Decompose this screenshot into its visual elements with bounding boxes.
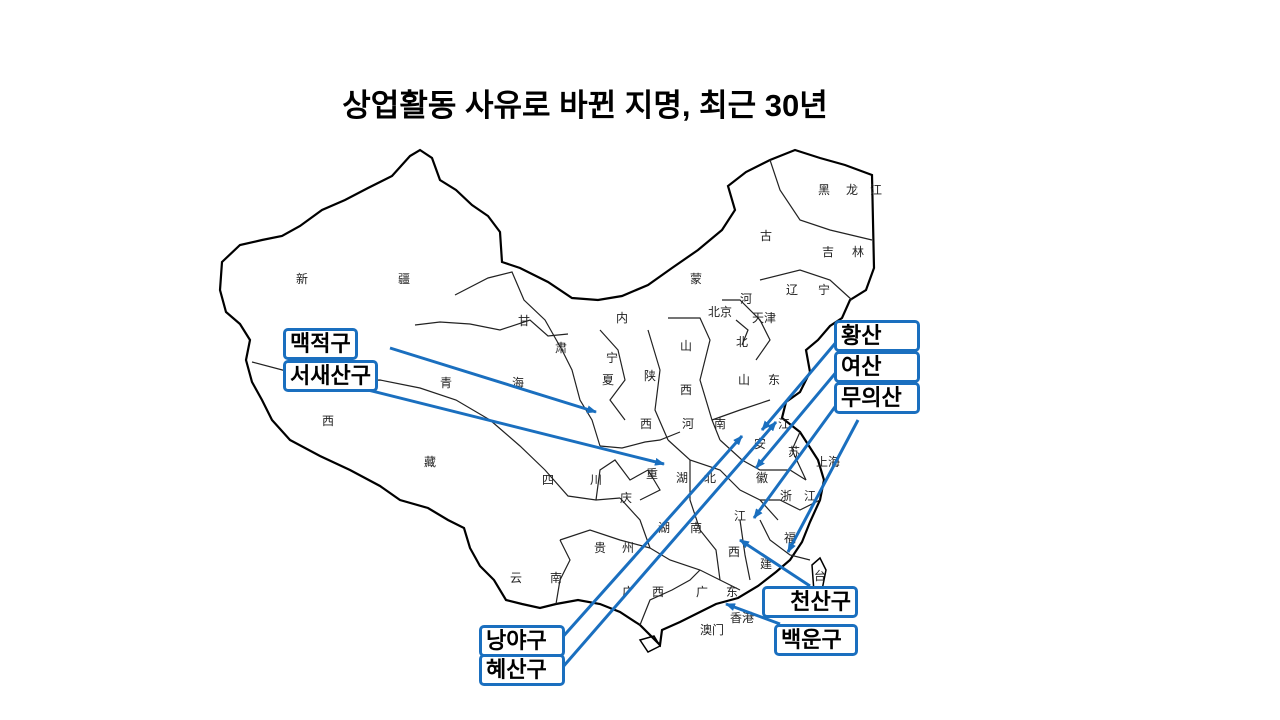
- arrow-maijizhu: [389, 346, 597, 414]
- label-baiyun: 백운구: [774, 624, 858, 656]
- map-label: 西: [728, 545, 740, 559]
- arrow-tianshan: [739, 538, 811, 588]
- map-label: 西: [680, 383, 692, 397]
- map-label: 山: [680, 339, 692, 353]
- map-label: 新: [296, 271, 308, 286]
- map-label: 河: [682, 417, 694, 431]
- arrow-nanyue: [558, 435, 744, 641]
- map-label: 宁: [818, 282, 830, 297]
- map-label: 广: [696, 585, 708, 599]
- map-label: 宁: [606, 350, 618, 365]
- map-label: 蒙: [690, 272, 702, 286]
- slide-title: 상업활동 사유로 바뀐 지명, 최근 30년: [342, 88, 828, 123]
- map-label: 澳门: [700, 622, 724, 637]
- map-label: 西: [652, 585, 664, 599]
- label-tianshan: 천산구: [762, 586, 858, 618]
- arrow-lushan: [754, 369, 840, 469]
- map-label: 南: [550, 570, 562, 585]
- label-huishan: 혜산구: [479, 654, 565, 686]
- map-label: 川: [590, 473, 602, 487]
- arrow-huangshan: [760, 339, 840, 431]
- map-label: 疆: [398, 272, 410, 286]
- label-maijizhu: 맥적구: [283, 328, 358, 360]
- map-label: 江: [778, 417, 790, 431]
- map-label: 吉: [822, 245, 834, 259]
- arrow-xisaishan: [359, 386, 665, 466]
- province-labels: 新 疆 西 藏 青 海 甘 肃 内 蒙 古 黑 龙 江 吉 林 辽 宁 河 北 …: [296, 183, 882, 637]
- map-label: 贵: [594, 541, 606, 555]
- label-huangshan: 황산: [834, 320, 920, 352]
- map-label: 东: [726, 585, 738, 599]
- map-label: 北京: [708, 305, 732, 319]
- map-label: 江: [734, 509, 746, 523]
- map-label: 龙: [846, 183, 858, 197]
- map-label: 湖: [658, 520, 670, 535]
- map-label: 北: [736, 335, 748, 349]
- arrow-baiyun: [725, 602, 781, 626]
- map-label: 古: [760, 228, 772, 243]
- map-label: 浙: [780, 489, 792, 503]
- map-label: 藏: [424, 455, 436, 469]
- map-label: 东: [768, 373, 780, 387]
- label-nanyue: 낭야구: [479, 625, 565, 657]
- map-label: 香港: [730, 611, 754, 625]
- map-label: 徽: [756, 470, 768, 485]
- map-label: 西: [640, 417, 652, 431]
- arrows: [359, 339, 860, 669]
- map-label: 山: [738, 373, 750, 387]
- map-label: 州: [622, 541, 634, 555]
- map-label: 天津: [752, 311, 776, 325]
- map-label: 河: [740, 292, 752, 306]
- label-wuyishan: 무의산: [834, 382, 920, 414]
- map-label: 苏: [788, 445, 800, 459]
- map-label: 夏: [602, 373, 614, 387]
- province-boundaries: [251, 159, 873, 626]
- map-label: 江: [804, 489, 816, 503]
- arrow-wuyishan-1: [752, 399, 842, 519]
- hainan-outline: [638, 635, 662, 653]
- map-label: 江: [870, 183, 882, 197]
- map-label: 四: [542, 473, 554, 487]
- map-label: 肃: [555, 341, 567, 355]
- arrow-huishan: [560, 421, 778, 669]
- map-label: 南: [714, 416, 726, 431]
- map-label: 黑: [818, 183, 830, 197]
- map-label: 辽: [786, 283, 798, 297]
- map-label: 安: [754, 436, 766, 451]
- map-label: 云: [510, 571, 522, 585]
- label-lushan: 여산: [834, 351, 920, 383]
- map-label: 湖: [676, 470, 688, 485]
- map-label: 南: [690, 520, 702, 535]
- map-label: 庆: [620, 491, 632, 505]
- map-label: 青: [440, 376, 452, 390]
- map-label: 台: [814, 568, 826, 583]
- map-label: 重: [646, 467, 658, 481]
- arrow-wuyishan-2: [786, 419, 860, 553]
- map-label: 陕: [644, 368, 656, 383]
- map-label: 西: [322, 414, 334, 428]
- label-xisaishan: 서새산구: [283, 360, 378, 392]
- map-label: 林: [852, 245, 864, 259]
- map-label: 内: [616, 311, 628, 325]
- map-label: 甘: [518, 314, 530, 328]
